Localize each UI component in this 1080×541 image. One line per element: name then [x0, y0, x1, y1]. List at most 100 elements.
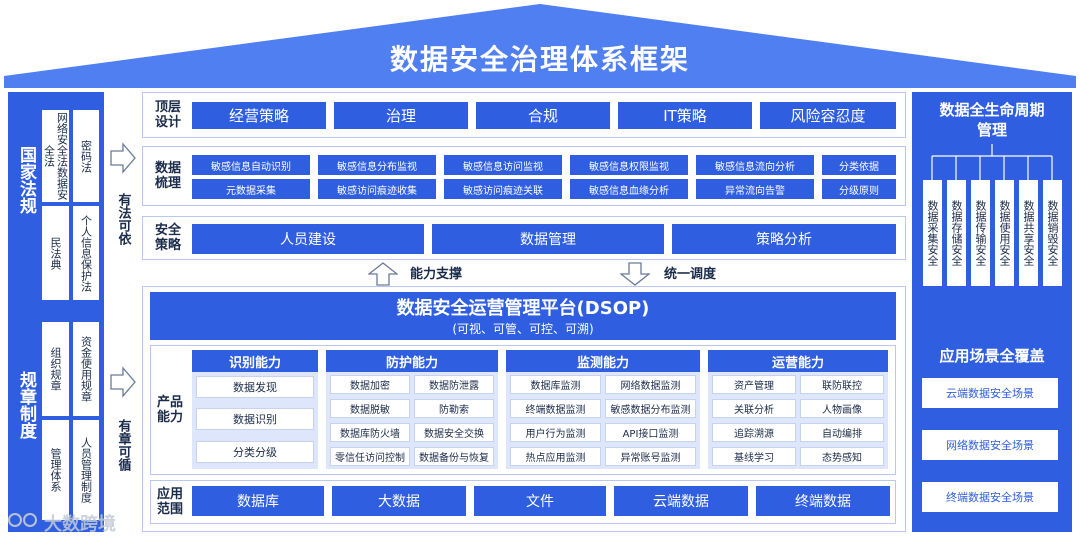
lifecycle-card: 数据存储安全 [947, 180, 966, 286]
rules-title: 规章制度 [16, 371, 36, 439]
capability-cell: 关联分析 [712, 399, 796, 418]
rule-card-personnel: 人员管理制度 [73, 420, 99, 520]
sort-item: 敏感访问痕迹关联 [444, 179, 562, 199]
arrow-label-laws: 有法可依 [115, 193, 131, 245]
watermark-text: 大数跨境 [44, 514, 116, 535]
sort-item: 元数据采集 [192, 179, 310, 199]
capability-cell: 异常账号监测 [605, 447, 696, 466]
capability-cell: 人物画像 [800, 399, 884, 418]
lifecycle-card: 数据使用安全 [995, 180, 1014, 286]
group-title-operate: 运营能力 [708, 350, 888, 372]
sort-item: 敏感信息权限监视 [570, 155, 688, 175]
capability-cell: 分类分级 [196, 441, 314, 463]
capability-cell: 追踪溯源 [712, 423, 796, 442]
capability-cell: 数据加密 [330, 375, 410, 394]
top-design-label: 顶层设计 [154, 100, 181, 130]
group-title-monitor: 监测能力 [506, 350, 700, 372]
capability-cell: 数据防泄露 [414, 375, 494, 394]
law-card-civil-code: 民法典 [42, 206, 69, 300]
roof-banner [4, 4, 1076, 88]
capability-cell: 零信任访问控制 [330, 447, 410, 466]
strategy-item-data: 数据管理 [432, 224, 664, 254]
support-label: 能力支撑 [410, 267, 463, 282]
sort-item: 分类依据 [822, 155, 896, 175]
data-sort-label: 数据梳理 [154, 161, 181, 191]
scene-item-network: 网络数据安全场景 [922, 430, 1058, 460]
lifecycle-card: 数据销毁安全 [1043, 180, 1062, 286]
capability-cell: 联防联控 [800, 375, 884, 394]
capability-cell: 数据库监测 [510, 375, 601, 394]
capability-cell: 资产管理 [712, 375, 796, 394]
arrow-label-rules: 有章可循 [115, 419, 131, 471]
law-card-crypto: 密码法 [73, 110, 99, 202]
capability-cell: 态势感知 [800, 447, 884, 466]
capability-cell: 敏感数据分布监测 [605, 399, 696, 418]
group-title-identify: 识别能力 [192, 350, 318, 372]
rule-card-mgmt: 管理体系 [42, 420, 69, 520]
capability-cell: 数据识别 [196, 408, 314, 430]
sort-item: 敏感信息访问监视 [444, 155, 562, 175]
scene-item-endpoint: 终端数据安全场景 [922, 482, 1058, 512]
platform-banner [150, 292, 896, 340]
platform-title: 数据安全运营管理平台(DSOP) [396, 298, 650, 319]
capability-cell: 数据脱敏 [330, 399, 410, 418]
capability-cell: 网络数据监测 [605, 375, 696, 394]
rule-card-fund: 资金使用规章 [73, 322, 99, 416]
capability-cell: 基线学习 [712, 447, 796, 466]
platform-subtitle: (可视、可管、可控、可溯) [452, 321, 594, 336]
law-card-privacy: 个人信息保护法 [73, 206, 99, 300]
scenes-title: 应用场景全覆盖 [939, 346, 1045, 365]
top-item-governance: 治理 [334, 102, 468, 129]
capability-box [150, 345, 896, 475]
lifecycle-connector [931, 144, 1053, 180]
rule-card-org: 组织规章 [42, 322, 69, 416]
up-arrow-icon [368, 262, 398, 286]
right-arrow-icon [110, 366, 136, 398]
lifecycle-title: 数据全生命周期管理 [939, 101, 1045, 139]
right-arrow-icon [110, 142, 136, 174]
sort-item: 分级原则 [822, 179, 896, 199]
sort-item: 敏感信息自动识别 [192, 155, 310, 175]
top-item-business: 经营策略 [192, 102, 326, 129]
scope-item-file: 文件 [474, 486, 606, 516]
scope-label: 应用范围 [156, 487, 183, 517]
strategy-item-personnel: 人员建设 [192, 224, 424, 254]
capability-cell: 终端数据监测 [510, 399, 601, 418]
capability-cell: 数据发现 [196, 376, 314, 398]
page-title: 数据安全治理体系框架 [389, 43, 690, 76]
scope-row [150, 480, 896, 524]
sort-item: 敏感信息流向分析 [696, 155, 814, 175]
scope-item-cloud: 云端数据 [614, 486, 748, 516]
capability-cell: 防勒索 [414, 399, 494, 418]
capability-cell: 热点应用监测 [510, 447, 601, 466]
capability-label: 产品能力 [156, 395, 183, 425]
top-item-it-strategy: IT策略 [618, 102, 752, 129]
strategy-item-analysis: 策略分析 [672, 224, 896, 254]
sort-item: 敏感信息血缘分析 [570, 179, 688, 199]
capability-cell: 数据备份与恢复 [414, 447, 494, 466]
scene-item-cloud: 云端数据安全场景 [922, 378, 1058, 408]
dispatch-label: 统一调度 [664, 267, 717, 282]
capability-cell: 自动编排 [800, 423, 884, 442]
sort-item: 敏感访问痕迹收集 [318, 179, 436, 199]
lifecycle-card: 数据传输安全 [971, 180, 990, 286]
sort-item: 敏感信息分布监视 [318, 155, 436, 175]
lifecycle-card: 数据采集安全 [923, 180, 942, 286]
capability-cell: API接口监测 [605, 423, 696, 442]
scope-item-endpoint: 终端数据 [756, 486, 890, 516]
capability-cell: 数据安全交换 [414, 423, 494, 442]
security-strategy-label: 安全策略 [154, 223, 181, 253]
scope-item-bigdata: 大数据 [332, 486, 466, 516]
scope-item-database: 数据库 [192, 486, 324, 516]
capability-cell: 数据库防火墙 [330, 423, 410, 442]
laws-title: 国家法规 [16, 146, 36, 214]
sort-item: 异常流向告警 [696, 179, 814, 199]
lifecycle-card: 数据共享安全 [1019, 180, 1038, 286]
down-arrow-icon [620, 262, 650, 286]
top-item-compliance: 合规 [476, 102, 610, 129]
watermark-logo-icon [8, 513, 37, 527]
group-title-protect: 防护能力 [326, 350, 498, 372]
capability-cell: 用户行为监测 [510, 423, 601, 442]
law-card-network-data: 网络安全法数据安全法 [42, 110, 69, 202]
top-item-risk: 风险容忍度 [760, 102, 896, 129]
